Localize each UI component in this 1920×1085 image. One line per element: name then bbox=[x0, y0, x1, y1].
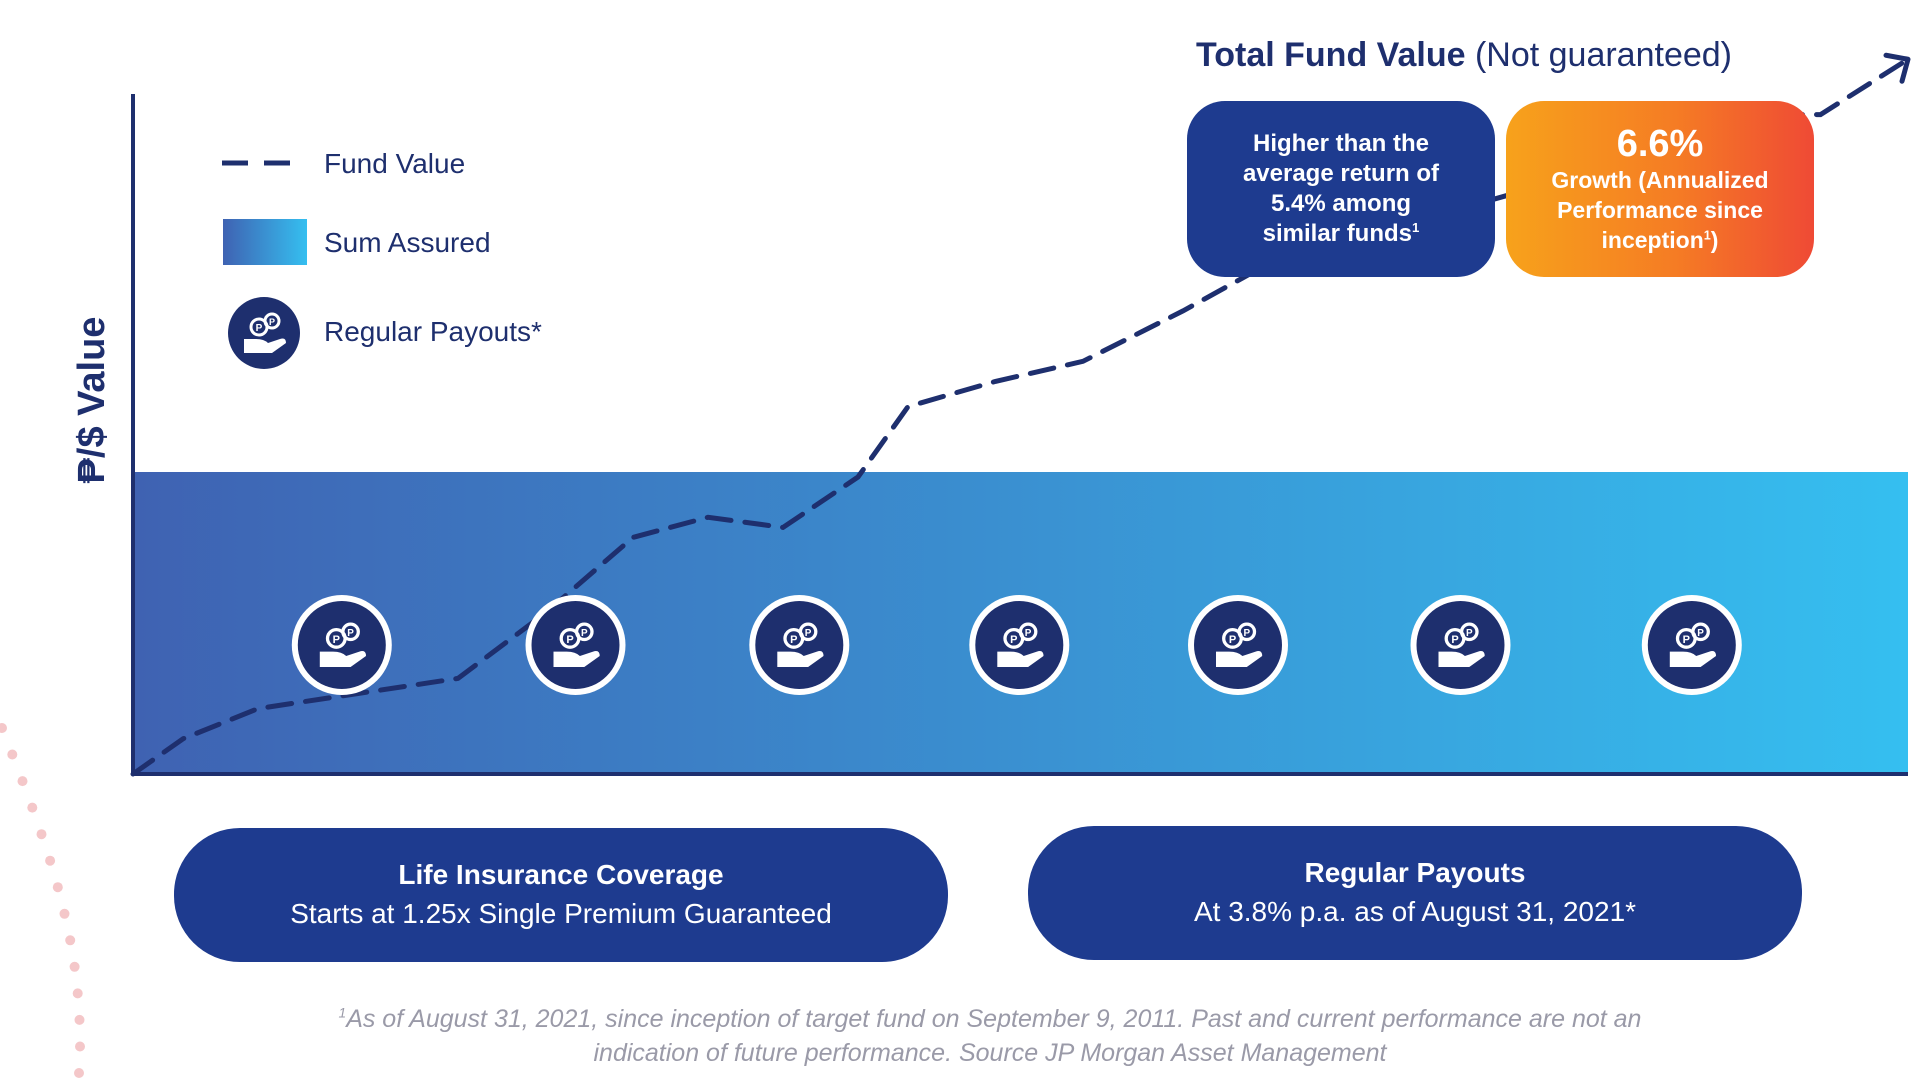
fund-value-title-note: (Not guaranteed) bbox=[1474, 36, 1732, 74]
decorative-dot bbox=[7, 749, 18, 760]
higher-return-box: Higher than the average return of 5.4% a… bbox=[1187, 101, 1495, 277]
decorative-dot bbox=[59, 908, 70, 919]
footnote-line-1: 1As of August 31, 2021, since inception … bbox=[338, 1005, 1642, 1033]
payout-marker-icon bbox=[1410, 595, 1511, 695]
legend-sum-assured-swatch bbox=[223, 219, 307, 265]
legend-payout-icon bbox=[228, 297, 300, 369]
higher-line-2: average return of bbox=[1242, 160, 1440, 187]
payout-marker-icon bbox=[749, 595, 850, 695]
legend: Fund Value Sum Assured Regular Payouts* bbox=[222, 148, 542, 369]
life-insurance-subtitle: Starts at 1.25x Single Premium Guarantee… bbox=[290, 898, 832, 929]
regular-payouts-subtitle: At 3.8% p.a. as of August 31, 2021* bbox=[1193, 896, 1637, 927]
payout-marker-icon bbox=[969, 595, 1070, 695]
legend-sum-assured-label: Sum Assured bbox=[324, 227, 491, 258]
payout-marker-icon bbox=[1641, 595, 1742, 695]
life-insurance-pill: Life Insurance Coverage Starts at 1.25x … bbox=[174, 828, 948, 962]
higher-line-4: similar funds1 bbox=[1262, 220, 1420, 247]
regular-payouts-pill: Regular Payouts At 3.8% p.a. as of Augus… bbox=[1028, 826, 1802, 960]
fund-value-line bbox=[130, 56, 1911, 777]
growth-value: 6.6% bbox=[1616, 123, 1704, 165]
growth-box: 6.6% Growth (Annualized Performance sinc… bbox=[1506, 101, 1814, 277]
fund-value-title: Total Fund Value (Not guaranteed) bbox=[1196, 36, 1816, 75]
growth-line-3: inception1) bbox=[1601, 227, 1719, 253]
legend-fund-value-label: Fund Value bbox=[324, 148, 465, 179]
decorative-dot bbox=[74, 1014, 85, 1025]
y-axis-label: ₱/$ Value bbox=[71, 317, 113, 484]
decorative-dot bbox=[52, 882, 63, 893]
payout-markers bbox=[291, 595, 1742, 695]
decorative-dot bbox=[17, 776, 28, 787]
higher-line-3: 5.4% among bbox=[1270, 190, 1412, 217]
decorative-dots bbox=[0, 723, 85, 1078]
growth-line-1: Growth (Annualized bbox=[1551, 167, 1769, 193]
decorative-dot bbox=[69, 961, 80, 972]
growth-line-2: Performance since bbox=[1557, 197, 1763, 223]
decorative-dot bbox=[0, 723, 7, 733]
payout-marker-icon bbox=[525, 595, 626, 695]
decorative-dot bbox=[45, 855, 56, 866]
decorative-dot bbox=[75, 1041, 85, 1052]
regular-payouts-title: Regular Payouts bbox=[1304, 857, 1526, 888]
fund-value-title-bold: Total Fund Value bbox=[1196, 36, 1466, 74]
decorative-dot bbox=[74, 1068, 84, 1078]
higher-line-1: Higher than the bbox=[1252, 130, 1429, 157]
life-insurance-title: Life Insurance Coverage bbox=[398, 859, 724, 890]
decorative-dot bbox=[27, 802, 38, 813]
footnote-line-2: indication of future performance. Source… bbox=[593, 1039, 1387, 1067]
legend-payout-label: Regular Payouts* bbox=[324, 316, 542, 347]
fund-value-arrowhead bbox=[1883, 52, 1911, 84]
decorative-dot bbox=[72, 988, 83, 999]
decorative-dot bbox=[36, 829, 47, 840]
payout-marker-icon bbox=[1188, 595, 1288, 695]
decorative-dot bbox=[65, 935, 76, 946]
payout-marker-icon bbox=[291, 595, 392, 695]
footnote: 1As of August 31, 2021, since inception … bbox=[180, 1002, 1800, 1070]
